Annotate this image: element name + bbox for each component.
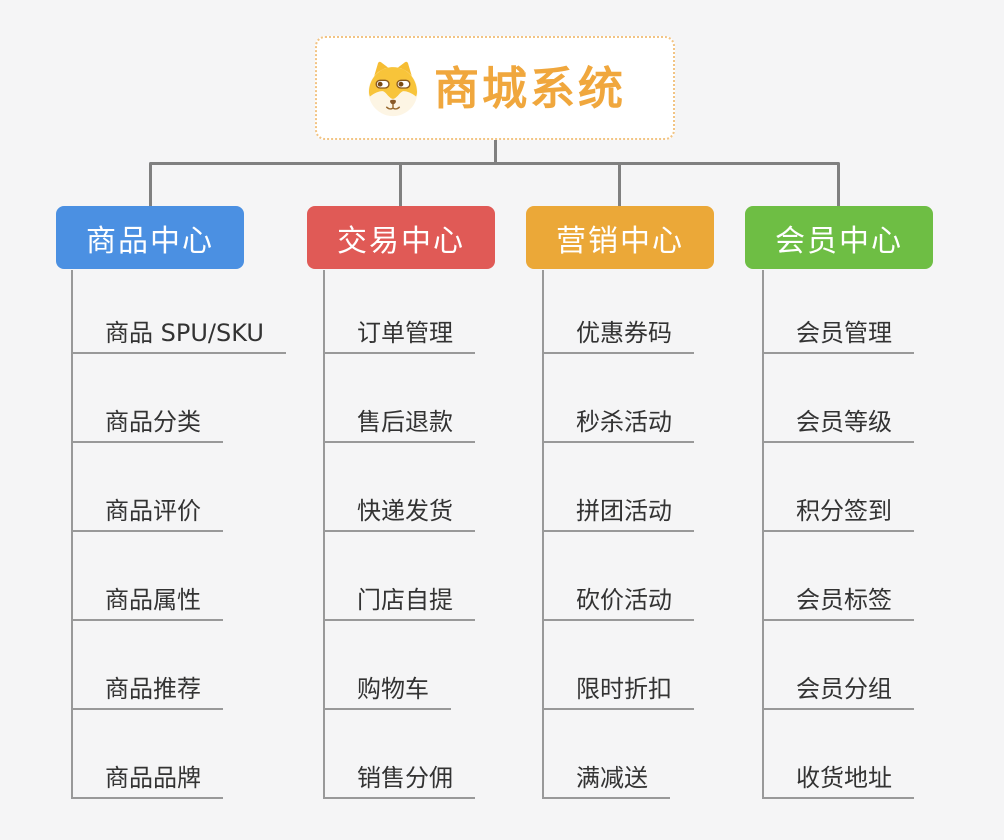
branch-spine-line [323,270,325,799]
connector-root-stem [494,140,497,164]
leaf-node[interactable]: 会员管理 [762,320,914,354]
leaf-node[interactable]: 会员等级 [762,409,914,443]
leaf-node[interactable]: 秒杀活动 [542,409,694,443]
branch-node-trade[interactable]: 交易中心 [307,206,495,269]
root-title: 商城系统 [433,61,626,115]
leaf-node[interactable]: 拼团活动 [542,498,694,532]
leaf-node[interactable]: 会员分组 [762,676,914,710]
leaf-node[interactable]: 购物车 [323,676,451,710]
leaf-node[interactable]: 砍价活动 [542,587,694,621]
leaf-node[interactable]: 积分签到 [762,498,914,532]
leaf-node[interactable]: 商品品牌 [71,765,223,799]
root-node[interactable]: 商城系统 [315,36,675,140]
branch-node-member[interactable]: 会员中心 [745,206,933,269]
leaf-node[interactable]: 收货地址 [762,765,914,799]
leaf-node[interactable]: 商品评价 [71,498,223,532]
branch-node-marketing[interactable]: 营销中心 [526,206,714,269]
branch-spine-line [762,270,764,799]
leaf-node[interactable]: 售后退款 [323,409,475,443]
leaf-node[interactable]: 门店自提 [323,587,475,621]
connector-drop [618,164,621,206]
leaf-node[interactable]: 商品属性 [71,587,223,621]
leaf-node[interactable]: 优惠券码 [542,320,694,354]
connector-drop [837,164,840,206]
leaf-node[interactable]: 销售分佣 [323,765,475,799]
leaf-node[interactable]: 快递发货 [323,498,475,532]
leaf-node[interactable]: 商品分类 [71,409,223,443]
dog-face-icon [368,61,418,117]
connector-drop [399,164,402,206]
branch-spine-line [71,270,73,799]
leaf-node[interactable]: 会员标签 [762,587,914,621]
branch-spine-line [542,270,544,799]
branch-node-product[interactable]: 商品中心 [56,206,244,269]
connector-horizontal-bar [149,162,840,165]
leaf-node[interactable]: 满减送 [542,765,670,799]
leaf-node[interactable]: 商品推荐 [71,676,223,710]
leaf-node[interactable]: 商品 SPU/SKU [71,320,286,354]
connector-drop [149,164,152,206]
leaf-node[interactable]: 限时折扣 [542,676,694,710]
leaf-node[interactable]: 订单管理 [323,320,475,354]
